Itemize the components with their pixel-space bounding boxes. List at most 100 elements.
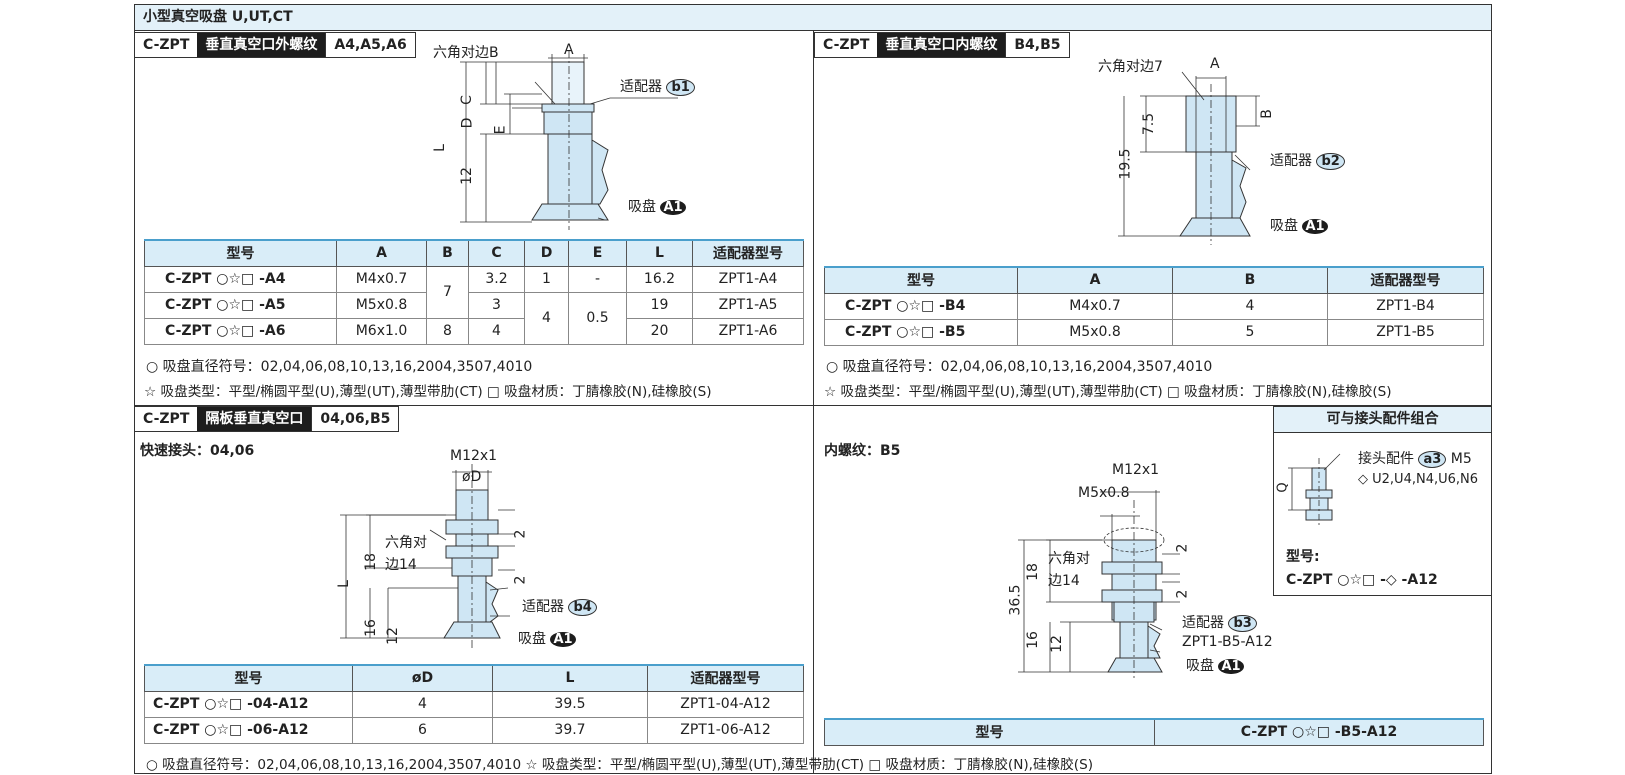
table-cell: 3 [468,291,525,319]
table-cell: 0.5 [568,291,627,345]
table-cell: ZPT1-A6 [692,317,804,345]
section-a-note1: ○ 吸盘直径符号：02,04,06,08,10,13,16,2004,3507,… [146,359,533,375]
table-c-header: L [492,664,648,692]
section-a-dim-d: D [459,117,476,129]
section-c-adapter-text: 适配器 [522,599,564,615]
table-cell: ZPT1-06-A12 [647,716,804,744]
table-a-header: 型号 [144,239,337,267]
section-b-cup-text: 吸盘 [1270,218,1298,234]
section-a-cup-label: 吸盘 A1 [628,196,686,216]
section-b-cup-label: 吸盘 A1 [1270,215,1328,235]
section-d-adapter-label: 适配器 b3 [1182,612,1257,632]
section-a-adapter-label: 适配器 b1 [620,76,695,96]
section-a-cup-text: 吸盘 [628,199,656,215]
table-cell: 4 [524,291,569,345]
combo-fitting-badge: a3 [1418,451,1447,468]
section-b-table: 型号 A B 适配器型号 C-ZPT ○☆□ -B4 M4x0.7 4 ZPT1… [824,266,1484,346]
section-c-adapter-label: 适配器 b4 [522,596,597,616]
section-b-adapter-badge: b2 [1316,153,1345,170]
section-b-dim-75: 7.5 [1141,112,1158,136]
table-b-header: B [1172,266,1328,294]
table-cell: 4 [468,317,525,345]
table-cell: C-ZPT ○☆□ -A6 [144,317,337,345]
section-d-dim-12: 12 [1048,635,1065,653]
table-cell: ZPT1-04-A12 [647,690,804,718]
section-d-inner-label: 内螺纹：B5 [824,443,901,459]
section-c-note: ○ 吸盘直径符号：02,04,06,08,10,13,16,2004,3507,… [146,757,1093,773]
section-d-model-header: 型号 [824,718,1155,746]
table-cell: M5x0.8 [1017,318,1173,346]
combo-fitting-thread: M5 [1450,451,1472,467]
section-d-dim-2b: 2 [1174,589,1191,599]
section-a-dim-a: A [564,42,574,58]
table-cell: 3.2 [468,265,525,293]
table-cell: 7 [426,265,469,319]
combo-fitting-label: 接头配件 a3 M5 [1358,448,1472,468]
section-c-hex: 六角对 [385,535,427,551]
section-b-tag-prefix: C-ZPT [815,33,878,57]
table-b-header: 型号 [824,266,1018,294]
table-row: C-ZPT ○☆□ -06-A12 6 39.7 ZPT1-06-A12 [144,716,804,744]
table-cell: C-ZPT ○☆□ -A5 [144,291,337,319]
divider-vertical [813,31,814,774]
table-b-header: A [1017,266,1173,294]
table-c-header: øD [352,664,493,692]
table-cell: C-ZPT ○☆□ -B4 [824,292,1018,320]
table-row: C-ZPT ○☆□ -A6 M6x1.0 8 4 20 ZPT1-A6 [144,317,804,345]
table-cell: C-ZPT ○☆□ -06-A12 [144,716,353,744]
table-cell: 4 [352,690,493,718]
section-a-adapter-badge: b1 [666,79,695,96]
section-d-dim-2a: 2 [1174,543,1191,553]
section-b-tag-suffix: B4,B5 [1005,33,1069,57]
section-b-note2: ☆ 吸盘类型：平型/椭圆平型(U),薄型(UT),薄型带肋(CT) □ 吸盘材质… [824,384,1392,400]
section-d-adapter-badge: b3 [1228,615,1257,632]
section-d-hex2: 边14 [1048,573,1080,589]
page-title: 小型真空吸盘 U,UT,CT [134,4,1492,31]
section-d-m12: M12x1 [1112,462,1160,478]
table-cell: M4x0.7 [1017,292,1173,320]
section-c-table: 型号 øD L 适配器型号 C-ZPT ○☆□ -04-A12 4 39.5 Z… [144,664,804,744]
section-d-dim-365: 36.5 [1007,584,1024,616]
section-c-drawing [340,464,515,650]
section-c-cup-label: 吸盘 A1 [518,628,576,648]
section-a-dim-12: 12 [458,167,475,185]
section-a-cup-badge: A1 [660,200,686,215]
table-row: C-ZPT ○☆□ -A5 M5x0.8 3 4 0.5 19 ZPT1-A5 [144,291,804,345]
section-b-adapter-label: 适配器 b2 [1270,150,1345,170]
section-c-tag-suffix: 04,06,B5 [311,407,399,431]
table-b-header: 适配器型号 [1327,266,1484,294]
table-cell: C-ZPT ○☆□ -04-A12 [144,690,353,718]
table-cell: 5 [1172,318,1328,346]
section-b-hex-label: 六角对边7 [1098,59,1163,75]
section-d-dim-18: 18 [1024,563,1041,581]
section-b-adapter-text: 适配器 [1270,153,1312,169]
section-c-dim-l: L [335,580,352,588]
section-a-tag: C-ZPT 垂直真空口外螺纹 A4,A5,A6 [134,32,416,58]
table-a-header: C [468,239,525,267]
table-cell: ZPT1-B4 [1327,292,1484,320]
section-a-tag-suffix: A4,A5,A6 [325,33,415,57]
section-a-drawing [460,50,678,230]
table-cell: 39.5 [492,690,648,718]
table-cell: M4x0.7 [336,265,427,293]
table-a-header: L [626,239,693,267]
section-c-cup-badge: A1 [550,632,576,647]
table-cell: 4 [1172,292,1328,320]
section-d-cup-badge: A1 [1218,659,1244,674]
table-c-header: 适配器型号 [647,664,804,692]
table-cell: 6 [352,716,493,744]
section-c-dim-2a: 2 [512,529,529,539]
combo-drawing [1288,453,1341,528]
combo-model-label: 型号: [1286,549,1320,565]
section-c-cup-text: 吸盘 [518,631,546,647]
section-d-adapter-model: ZPT1-B5-A12 [1182,634,1273,650]
table-cell: 20 [626,317,693,345]
table-a-header: 适配器型号 [692,239,804,267]
section-c-tag: C-ZPT 隔板垂直真空口 04,06,B5 [134,406,400,432]
section-d-adapter-text: 适配器 [1182,615,1224,631]
section-c-tag-prefix: C-ZPT [135,407,198,431]
table-cell: M5x0.8 [336,291,427,319]
section-b-note1: ○ 吸盘直径符号：02,04,06,08,10,13,16,2004,3507,… [826,359,1213,375]
section-b-dim-a: A [1210,56,1220,72]
combo-fitting-text: 接头配件 [1358,451,1414,467]
